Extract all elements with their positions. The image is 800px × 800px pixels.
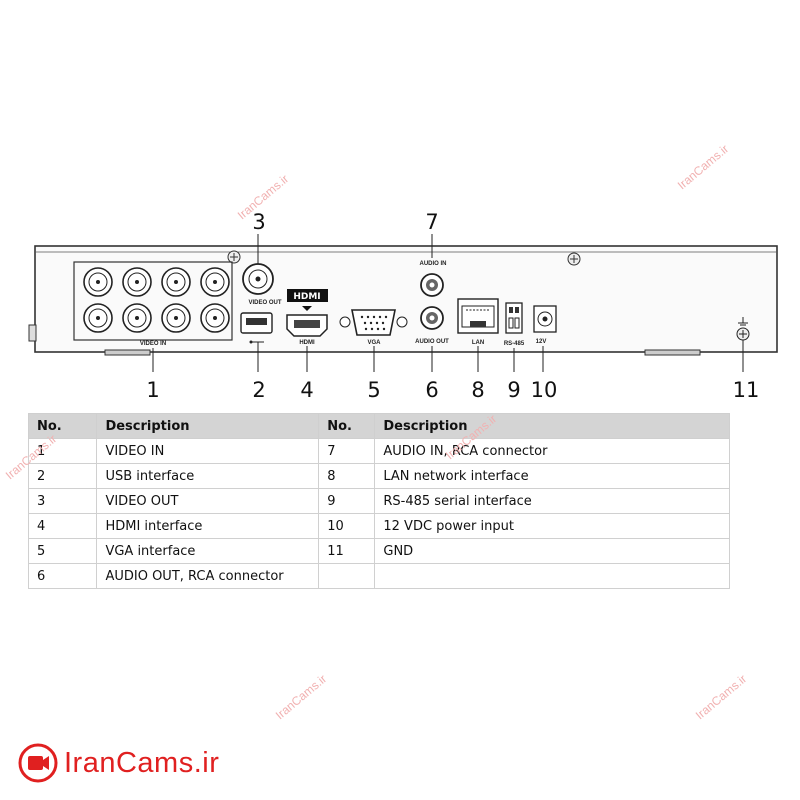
cell-description: 12 VDC power input — [374, 513, 730, 539]
callout-10: 10 — [531, 378, 558, 402]
video-out-label: VIDEO OUT — [248, 300, 281, 306]
bnc-connector-icon — [83, 267, 230, 333]
cell-description: HDMI interface — [96, 513, 320, 539]
cell-no: 9 — [318, 488, 376, 514]
cell-no: 6 — [27, 563, 98, 589]
cell-description: AUDIO OUT, RCA connector — [96, 563, 320, 589]
cell-description: VIDEO IN — [96, 438, 320, 464]
usb-port-icon — [240, 312, 273, 344]
cell-description: AUDIO IN, RCA connector — [374, 438, 730, 464]
vga-port-icon — [339, 309, 408, 336]
video-in-panel — [73, 261, 233, 341]
cell-description: USB interface — [96, 463, 320, 489]
dvr-rear-panel-diagram: VIDEO IN VIDEO OUT HDMI HDMI VGA AUDIO I… — [28, 210, 778, 402]
cell-no: 7 — [318, 438, 376, 464]
cell-no: 8 — [318, 463, 376, 489]
column-header-description: Description — [96, 413, 320, 439]
watermark: IranCams.ir — [272, 671, 330, 723]
vga-label: VGA — [367, 340, 381, 346]
video-out-connector-icon — [242, 263, 274, 295]
cell-description — [374, 563, 730, 589]
cell-no — [318, 563, 376, 589]
chassis — [34, 245, 778, 353]
callout-2: 2 — [252, 378, 265, 402]
cell-no: 10 — [318, 513, 376, 539]
audio-out-rca-icon — [420, 306, 444, 330]
callout-11: 11 — [733, 378, 760, 402]
irancams-logo-icon — [18, 743, 58, 783]
power-jack-icon — [533, 305, 557, 333]
audio-out-label: AUDIO OUT — [415, 339, 449, 345]
cell-description: RS-485 serial interface — [374, 488, 730, 514]
rs485-terminal-icon — [505, 302, 523, 334]
logo-text: IranCams.ir — [64, 746, 220, 779]
screw-icon — [567, 252, 581, 266]
video-in-label: VIDEO IN — [140, 341, 166, 347]
cell-description: VIDEO OUT — [96, 488, 320, 514]
cell-description: LAN network interface — [374, 463, 730, 489]
cell-description: GND — [374, 538, 730, 564]
interface-description-table: No. Description No. Description 1 VIDEO … — [27, 413, 730, 589]
cell-no: 3 — [27, 488, 98, 514]
audio-in-label: AUDIO IN — [420, 261, 447, 267]
cell-description: VGA interface — [96, 538, 320, 564]
callout-1: 1 — [146, 378, 159, 402]
lan-label: LAN — [472, 340, 484, 346]
table-row: 5 VGA interface 11 GND — [27, 538, 730, 564]
table-row: 4 HDMI interface 10 12 VDC power input — [27, 513, 730, 539]
callout-5: 5 — [367, 378, 380, 402]
table-header-row: No. Description No. Description — [27, 413, 730, 439]
audio-in-rca-icon — [420, 273, 444, 297]
cell-no: 11 — [318, 538, 376, 564]
column-header-no: No. — [318, 413, 376, 439]
callout-3: 3 — [252, 210, 265, 234]
brand-logo: IranCams.ir — [18, 743, 219, 783]
table-row: 2 USB interface 8 LAN network interface — [27, 463, 730, 489]
callout-leaders — [152, 234, 744, 372]
column-header-no: No. — [27, 413, 98, 439]
callout-4: 4 — [300, 378, 313, 402]
lan-port-icon — [457, 298, 499, 334]
callout-7: 7 — [425, 210, 438, 234]
table-row: 6 AUDIO OUT, RCA connector — [27, 563, 730, 589]
callout-8: 8 — [471, 378, 484, 402]
hdmi-label: HDMI — [299, 340, 315, 346]
cell-no: 2 — [27, 463, 98, 489]
table-row: 3 VIDEO OUT 9 RS-485 serial interface — [27, 488, 730, 514]
cell-no: 4 — [27, 513, 98, 539]
screw-icon — [227, 250, 241, 264]
callout-6: 6 — [425, 378, 438, 402]
rs485-label: RS-485 — [504, 341, 525, 347]
cell-no: 5 — [27, 538, 98, 564]
hdmi-port-icon: HDMI — [286, 289, 328, 337]
callout-9: 9 — [507, 378, 520, 402]
watermark: IranCams.ir — [692, 671, 750, 723]
power-label: 12V — [536, 339, 547, 345]
column-header-description: Description — [374, 413, 730, 439]
svg-text:HDMI: HDMI — [293, 292, 320, 302]
table-row: 1 VIDEO IN 7 AUDIO IN, RCA connector — [27, 438, 730, 464]
